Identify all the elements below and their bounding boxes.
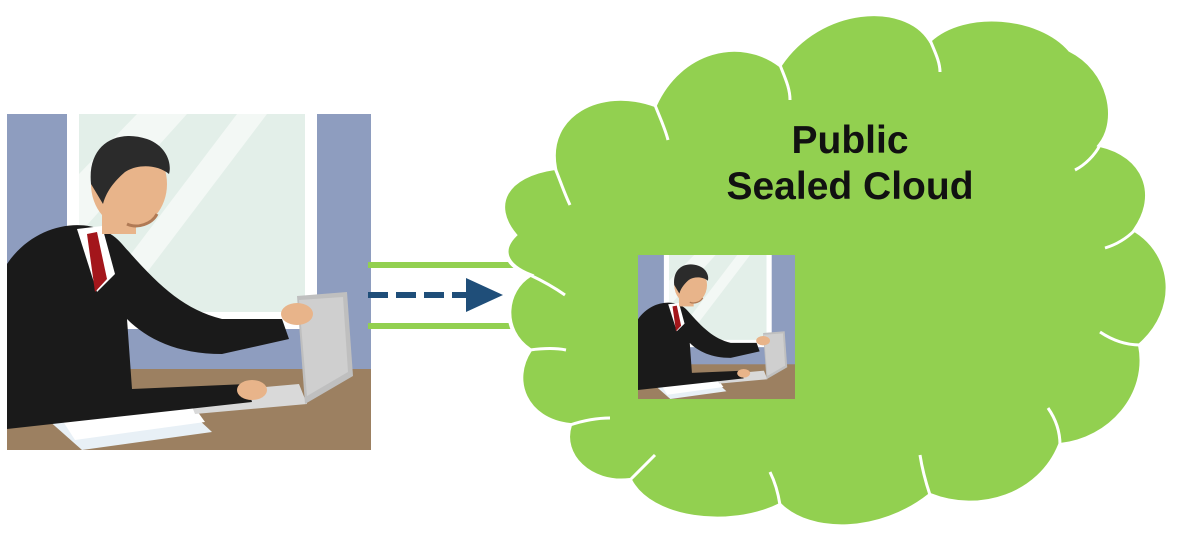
cloud-shape: [501, 12, 1170, 529]
dashed-right-arrow-icon: [368, 278, 503, 312]
channel-bottom-line: [368, 323, 532, 329]
user-scene-small: [637, 254, 796, 400]
cloud-title: Public Sealed Cloud: [700, 118, 1000, 210]
cloud-title-line1: Public: [791, 119, 909, 162]
channel-top-line: [368, 262, 532, 268]
user-scene-large: [5, 112, 373, 452]
businessman-at-laptop-icon: [5, 112, 373, 452]
cloud-title-line2: Sealed Cloud: [726, 165, 974, 208]
businessman-at-laptop-icon: [637, 254, 796, 400]
